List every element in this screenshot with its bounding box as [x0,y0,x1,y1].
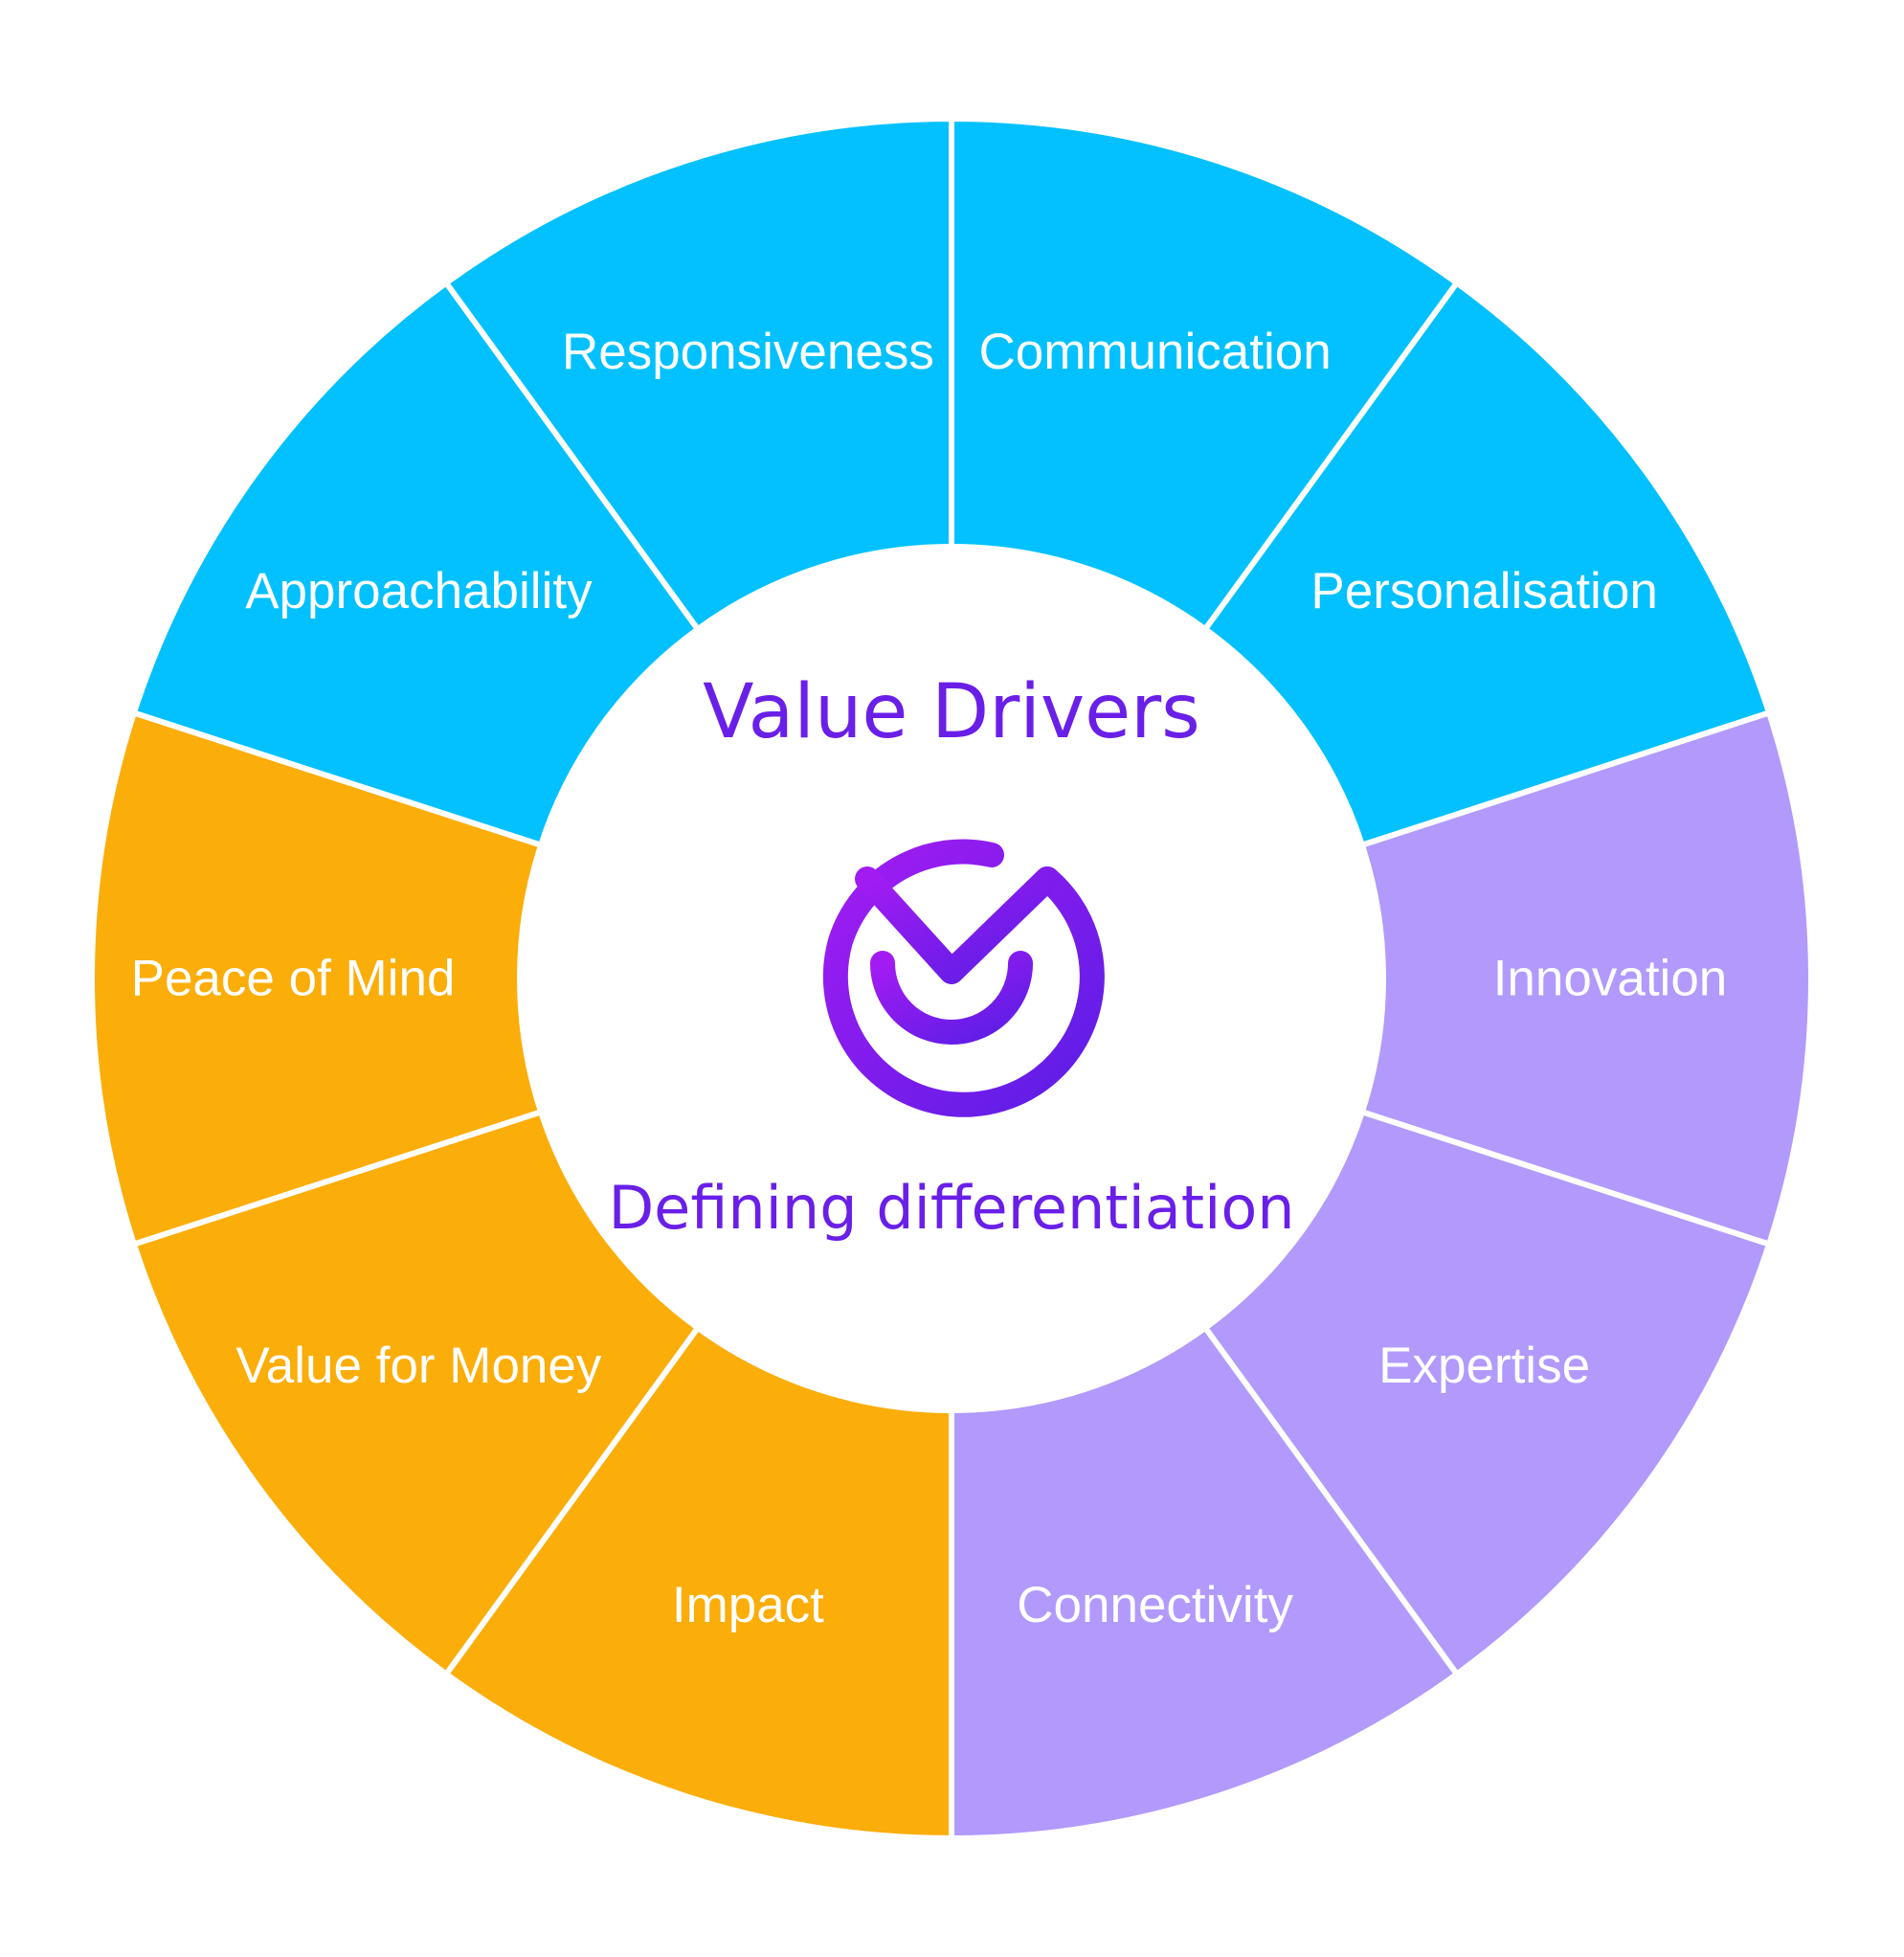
segment-label-innovation: Innovation [1493,951,1728,1007]
segment-label-value-for-money: Value for Money [235,1338,601,1394]
segment-label-expertise: Expertise [1378,1338,1590,1394]
segment-labels: CommunicationPersonalisationInnovationEx… [131,324,1728,1633]
segment-label-approachability: Approachability [245,563,593,619]
segment-label-connectivity: Connectivity [1017,1577,1293,1633]
segments [89,115,1814,1842]
brand-logo-icon [822,839,1105,1117]
segment-label-responsiveness: Responsiveness [562,324,934,380]
segment-label-impact: Impact [672,1577,824,1633]
center-title: Value Drivers [703,669,1200,755]
segment-label-communication: Communication [978,324,1331,380]
segment-label-peace-of-mind: Peace of Mind [131,951,456,1007]
segment-label-personalisation: Personalisation [1310,563,1657,619]
center-subtitle: Defining differentiation [608,1173,1294,1243]
